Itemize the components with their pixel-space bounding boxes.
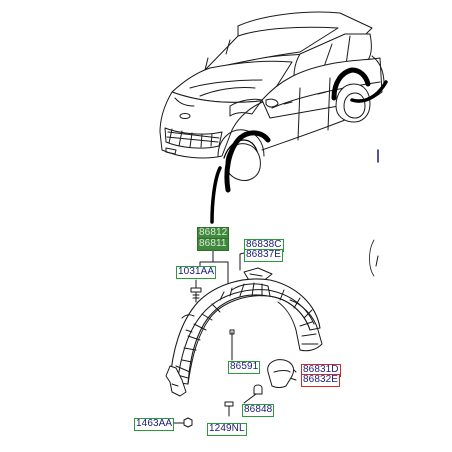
part-label-86811[interactable]: 86811 xyxy=(197,238,229,251)
part-label-86848[interactable]: 86848 xyxy=(242,404,275,417)
part-label-1463AA[interactable]: 1463AA xyxy=(134,418,175,431)
part-label-86591[interactable]: 86591 xyxy=(228,361,261,374)
part-label-86837E[interactable]: 86837E xyxy=(244,249,284,262)
part-label-1031AA[interactable]: 1031AA xyxy=(176,266,217,279)
fender-liner-part xyxy=(165,278,323,397)
part-label-86832E[interactable]: 86832E xyxy=(301,374,341,387)
car-illustration xyxy=(159,11,385,181)
part-label-1249NL[interactable]: 1249NL xyxy=(207,423,247,436)
